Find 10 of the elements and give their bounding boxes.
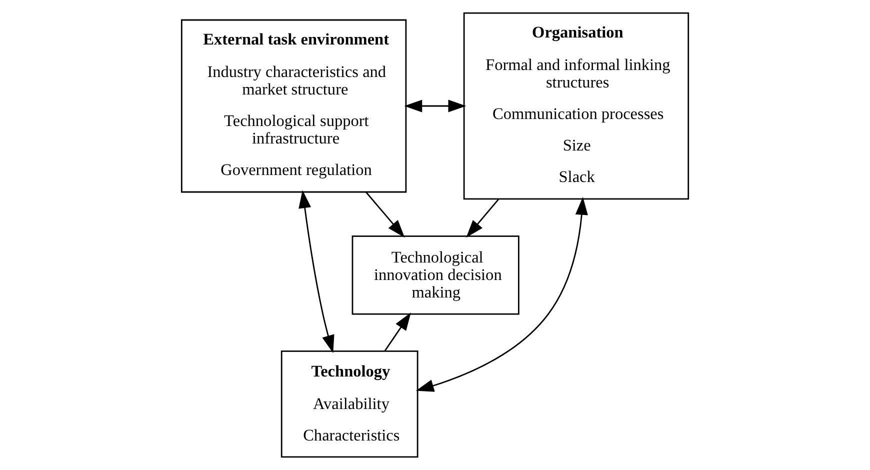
node-box: Organisation Formal and informal linking structures Communication processes Size Slack: [463, 12, 690, 200]
arrow: [384, 312, 411, 352]
arrow: [365, 192, 405, 238]
node-box: External task environment Industry characteristics and market structure Technological support infrastructure Government regulation: [180, 19, 407, 193]
arrow: [416, 196, 588, 392]
node-box: Technological innovation decision making: [352, 235, 520, 315]
arrow: [298, 190, 334, 354]
arrow: [466, 198, 500, 238]
arrow: [404, 100, 466, 112]
node-box: Technology Availability Characteristics: [280, 350, 418, 458]
